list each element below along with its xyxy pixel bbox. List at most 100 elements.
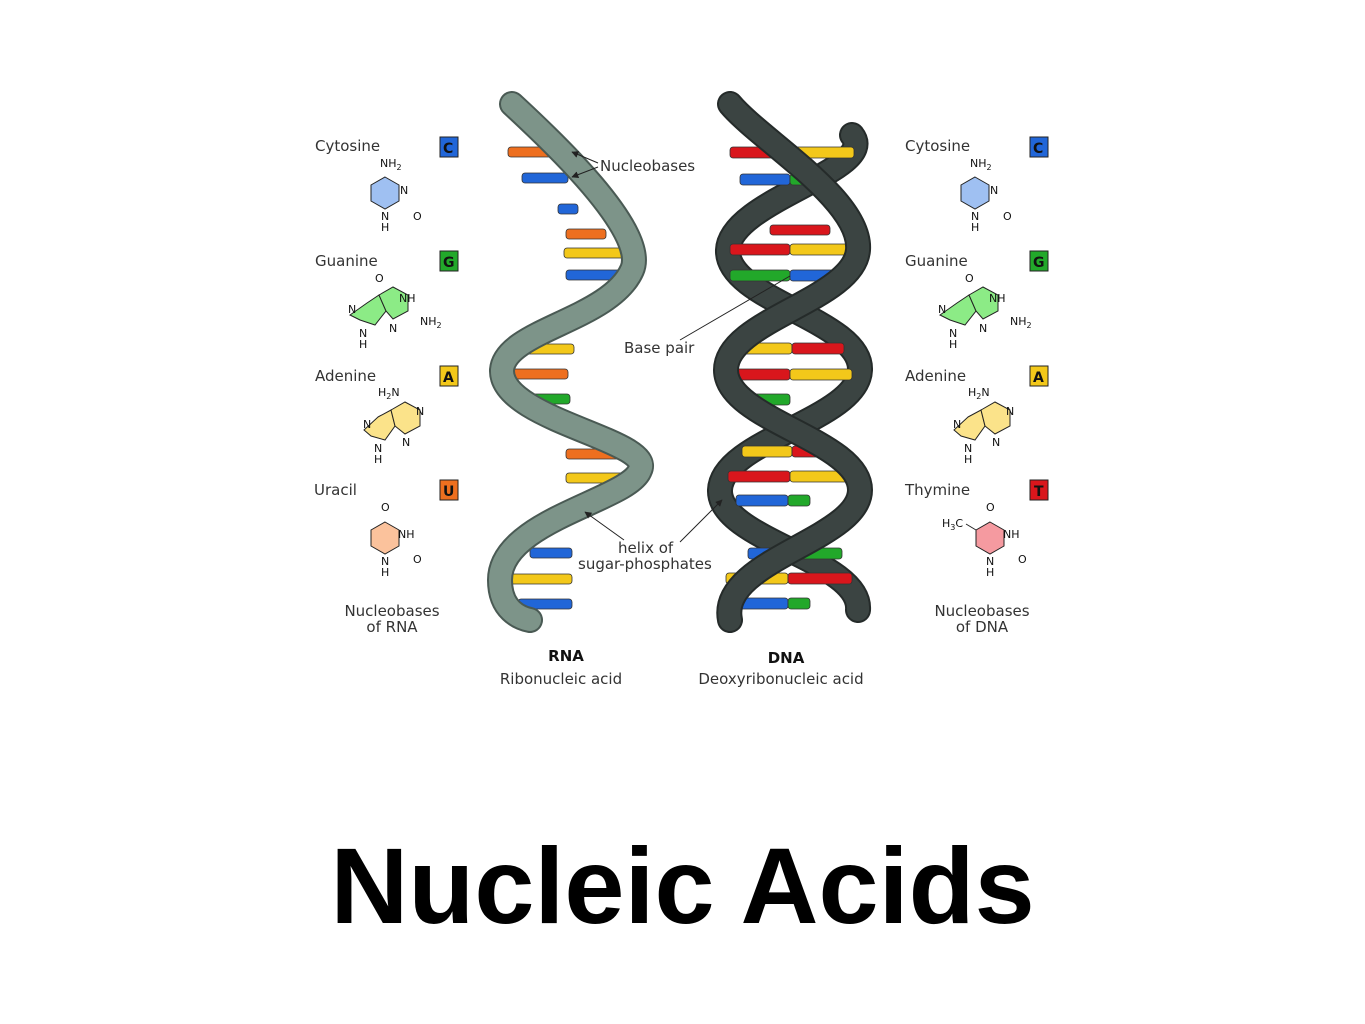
atom-label: H <box>381 566 389 579</box>
atom-label: NH2 <box>1010 315 1032 330</box>
annotations: Nucleobases Base pair helix of sugar-pho… <box>500 151 864 688</box>
dna-guanine: Guanine G O NH NH2 N N N H <box>905 250 1049 351</box>
atom-label: N <box>389 322 397 335</box>
atom-label: N <box>359 327 367 340</box>
base-name: Guanine <box>905 252 968 270</box>
atom-label: N <box>363 418 371 431</box>
atom-label: N <box>964 442 972 455</box>
atom-label: N <box>971 210 979 223</box>
badge-letter: G <box>1033 255 1045 271</box>
dna-cytosine: Cytosine C NH2 N N H O <box>905 136 1049 234</box>
atom-label: NH2 <box>380 157 402 172</box>
atom-label: N <box>979 322 987 335</box>
atom-label: O <box>986 501 995 514</box>
dna-label: DNA <box>768 649 805 667</box>
cytosine-badge <box>1029 136 1049 158</box>
cytosine-badge <box>439 136 459 158</box>
atom-label: H <box>964 453 972 466</box>
guanine-badge <box>1029 250 1049 272</box>
atom-label: O <box>1018 553 1027 566</box>
rna-adenine: Adenine A H2N N N N N H <box>315 365 459 466</box>
adenine-ring-6 <box>390 401 421 435</box>
guanine-ring-6 <box>378 286 409 320</box>
slide-title: Nucleic Acids <box>330 825 1035 946</box>
atom-label: N <box>348 303 356 316</box>
atom-label: H <box>359 338 367 351</box>
rna-label: RNA <box>548 647 584 665</box>
rna-backbone <box>488 93 652 631</box>
atom-label: H <box>381 221 389 234</box>
atom-label: N <box>416 405 424 418</box>
atom-label: N <box>949 327 957 340</box>
atom-label: H2N <box>968 386 990 401</box>
atom-label: O <box>413 210 422 223</box>
rna-uracil: Uracil U O NH N H O <box>314 479 459 579</box>
uracil-badge <box>439 479 459 501</box>
cytosine-ring <box>370 176 400 210</box>
atom-label: N <box>381 555 389 568</box>
base-name: Cytosine <box>905 137 970 155</box>
atom-label: N <box>990 184 998 197</box>
dna-bases-heading-2: of DNA <box>956 618 1009 636</box>
atom-label: O <box>1003 210 1012 223</box>
atom-label: H3C <box>942 517 963 532</box>
badge-letter: A <box>443 370 454 386</box>
thymine-ring <box>975 521 1005 555</box>
atom-label: H <box>986 566 994 579</box>
rna-bases-heading-1: Nucleobases <box>344 602 439 620</box>
atom-label: N <box>374 442 382 455</box>
badge-letter: C <box>1033 141 1043 157</box>
cytosine-ring <box>960 176 990 210</box>
atom-label: NH <box>989 292 1006 305</box>
uracil-ring <box>370 521 400 555</box>
atom-label: NH <box>398 528 415 541</box>
base-name: Adenine <box>905 367 966 385</box>
dna-bases-heading-1: Nucleobases <box>934 602 1029 620</box>
atom-label: O <box>965 272 974 285</box>
atom-label: N <box>402 436 410 449</box>
atom-label: N <box>1006 405 1014 418</box>
badge-letter: U <box>443 484 454 500</box>
atom-label: H <box>949 338 957 351</box>
base-name: Guanine <box>315 252 378 270</box>
atom-label: H <box>971 221 979 234</box>
badge-letter: C <box>443 141 453 157</box>
atom-label: NH <box>399 292 416 305</box>
arrow-icon <box>571 166 599 179</box>
atom-label: NH2 <box>420 315 442 330</box>
rna-sublabel: Ribonucleic acid <box>500 670 622 688</box>
dna-adenine: Adenine A H2N N N N N H <box>905 365 1049 466</box>
adenine-badge <box>439 365 459 387</box>
rna-cytosine: Cytosine C NH2 N N H O <box>315 136 459 234</box>
adenine-badge <box>1029 365 1049 387</box>
atom-label: NH2 <box>970 157 992 172</box>
helix-annotation-line1: helix of <box>618 539 674 557</box>
arrow-icon <box>584 511 625 541</box>
arrow-icon <box>679 499 723 543</box>
atom-label: N <box>986 555 994 568</box>
atom-label: N <box>381 210 389 223</box>
atom-label: O <box>381 501 390 514</box>
rna-nucleobases-panel: Cytosine C NH2 N N H O Guanine G O NH NH… <box>314 136 459 636</box>
atom-label: N <box>400 184 408 197</box>
arrow-icon <box>571 151 599 164</box>
base-name: Thymine <box>904 481 970 499</box>
base-pair-annotation: Base pair <box>624 339 695 357</box>
rna-bases-heading-2: of RNA <box>366 618 418 636</box>
atom-label: H2N <box>378 386 400 401</box>
adenine-ring-6 <box>980 401 1011 435</box>
base-name: Cytosine <box>315 137 380 155</box>
pointer-line <box>679 275 791 341</box>
atom-label: N <box>938 303 946 316</box>
guanine-badge <box>439 250 459 272</box>
base-name: Adenine <box>315 367 376 385</box>
thymine-badge <box>1029 479 1049 501</box>
dna-nucleobases-panel: Cytosine C NH2 N N H O Guanine G O NH NH… <box>904 136 1049 636</box>
badge-letter: A <box>1033 370 1044 386</box>
badge-letter: G <box>443 255 455 271</box>
dna-backbone-back <box>709 124 871 621</box>
atom-label: N <box>992 436 1000 449</box>
dna-thymine: Thymine T H3C O NH N H O <box>904 479 1049 579</box>
atom-label: N <box>953 418 961 431</box>
